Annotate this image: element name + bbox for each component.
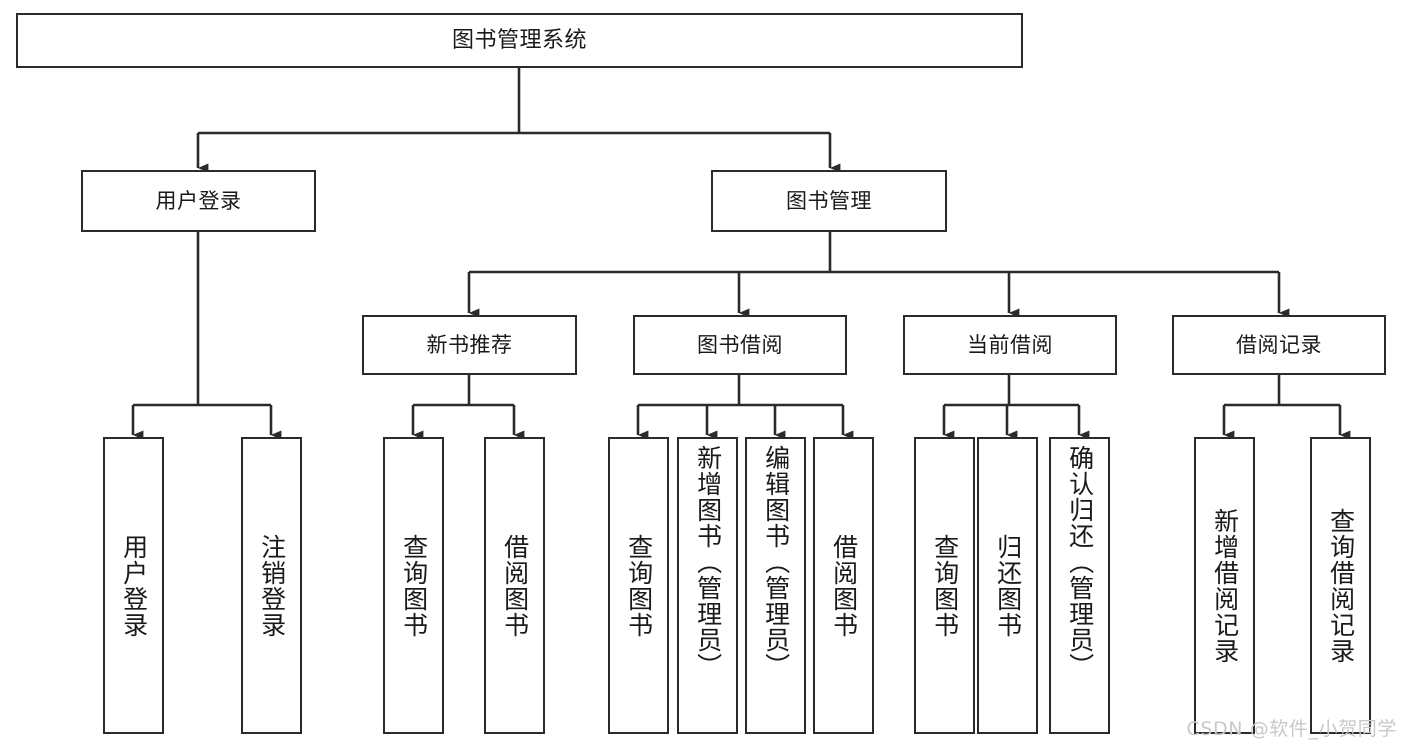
node-label: 借阅图书 — [829, 533, 859, 638]
node-label: 确认归还（管理员） — [1065, 445, 1095, 679]
node-label: 查询图书 — [930, 533, 960, 638]
node-leaf-add-book[interactable]: 新增图书（管理员） — [677, 437, 738, 734]
node-current-borrow[interactable]: 当前借阅 — [903, 315, 1117, 375]
node-label: 借阅记录 — [1236, 332, 1322, 357]
node-label: 新书推荐 — [426, 332, 513, 357]
node-label: 查询图书 — [624, 533, 654, 638]
node-label: 归还图书 — [993, 533, 1023, 638]
node-borrow-record[interactable]: 借阅记录 — [1172, 315, 1386, 375]
node-root-system[interactable]: 图书管理系统 — [16, 13, 1023, 68]
node-leaf-borrow-book-1[interactable]: 借阅图书 — [484, 437, 545, 734]
node-leaf-edit-book[interactable]: 编辑图书（管理员） — [745, 437, 806, 734]
node-label: 借阅图书 — [500, 533, 530, 638]
node-leaf-query-book-1[interactable]: 查询图书 — [383, 437, 444, 734]
node-book-manage[interactable]: 图书管理 — [711, 170, 947, 232]
node-label: 用户登录 — [119, 533, 149, 638]
node-leaf-query-book-3[interactable]: 查询图书 — [914, 437, 975, 734]
node-leaf-query-record[interactable]: 查询借阅记录 — [1310, 437, 1371, 734]
node-label: 当前借阅 — [967, 332, 1053, 357]
node-label: 注销登录 — [257, 533, 287, 638]
node-book-borrow[interactable]: 图书借阅 — [633, 315, 847, 375]
node-leaf-logout-login[interactable]: 注销登录 — [241, 437, 302, 734]
node-label: 编辑图书（管理员） — [761, 445, 791, 679]
node-leaf-user-login[interactable]: 用户登录 — [103, 437, 164, 734]
node-leaf-query-book-2[interactable]: 查询图书 — [608, 437, 669, 734]
node-leaf-borrow-book-2[interactable]: 借阅图书 — [813, 437, 874, 734]
node-label: 图书借阅 — [697, 332, 783, 357]
node-label: 用户登录 — [155, 188, 242, 213]
watermark-text: CSDN @软件_小贺同学 — [1186, 718, 1397, 740]
node-label: 新增图书（管理员） — [693, 445, 723, 679]
node-label: 新增借阅记录 — [1210, 507, 1240, 664]
node-label: 查询借阅记录 — [1326, 507, 1356, 664]
node-leaf-confirm-return[interactable]: 确认归还（管理员） — [1049, 437, 1110, 734]
node-leaf-add-record[interactable]: 新增借阅记录 — [1194, 437, 1255, 734]
node-label: 图书管理 — [786, 188, 872, 213]
node-user-login[interactable]: 用户登录 — [81, 170, 316, 232]
node-label: 图书管理系统 — [451, 27, 587, 53]
node-label: 查询图书 — [399, 533, 429, 638]
node-leaf-return-book[interactable]: 归还图书 — [977, 437, 1038, 734]
node-new-book-recommend[interactable]: 新书推荐 — [362, 315, 577, 375]
